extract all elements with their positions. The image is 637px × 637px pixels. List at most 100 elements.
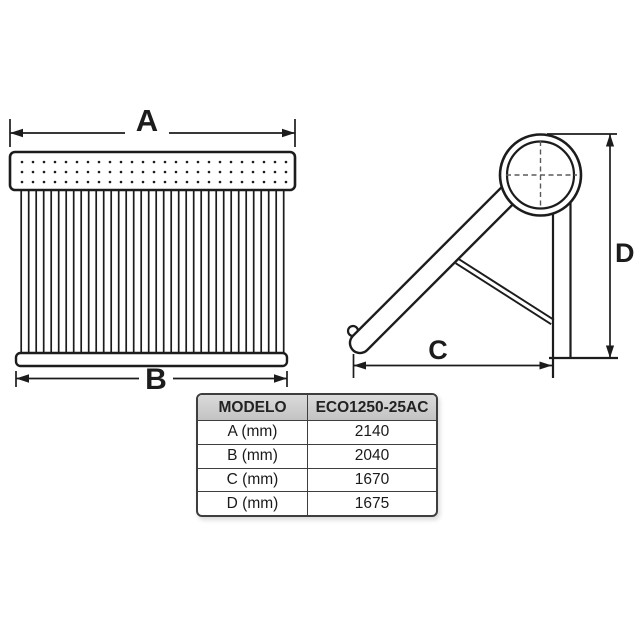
tank-side-view: C D — [346, 133, 635, 378]
manifold-dot — [141, 180, 145, 184]
manifold-dot — [119, 180, 123, 184]
table-value-b: 2040 — [307, 443, 436, 468]
manifold-dot — [31, 170, 35, 174]
manifold-dot — [163, 160, 167, 164]
manifold-dot — [229, 160, 233, 164]
manifold-dot — [163, 170, 167, 174]
manifold-dot — [53, 180, 57, 184]
manifold-dot — [31, 180, 35, 184]
manifold-dot — [273, 180, 277, 184]
manifold-dot — [20, 160, 24, 164]
manifold-dot — [86, 180, 90, 184]
manifold-dot — [185, 170, 189, 174]
manifold-dot — [196, 170, 200, 174]
manifold-dot — [64, 170, 68, 174]
manifold-dot — [141, 170, 145, 174]
dimension-c: C — [352, 335, 552, 378]
manifold-dot — [42, 170, 46, 174]
manifold-dot — [75, 180, 79, 184]
spec-table: MODELO ECO1250-25AC A (mm) 2140 B (mm) 2… — [196, 393, 438, 517]
manifold-dot — [97, 160, 101, 164]
manifold-dot — [262, 170, 266, 174]
collector-front-view: A B — [8, 103, 297, 396]
table-header-row: MODELO ECO1250-25AC — [198, 395, 436, 420]
manifold-dot — [20, 180, 24, 184]
manifold-dot — [31, 160, 35, 164]
manifold-dot — [273, 160, 277, 164]
dimension-label-a: A — [136, 103, 158, 138]
table-row-b: B (mm) 2040 — [198, 443, 436, 468]
dimension-label-b: B — [145, 363, 167, 392]
table-row-a: A (mm) 2140 — [198, 420, 436, 444]
manifold-dot — [108, 160, 112, 164]
manifold-dot — [130, 160, 134, 164]
manifold-dot — [196, 160, 200, 164]
manifold-dot — [174, 160, 178, 164]
collector-tubes — [20, 187, 285, 357]
manifold-dot — [75, 160, 79, 164]
support-brace — [455, 258, 555, 325]
manifold-dot — [174, 170, 178, 174]
manifold-dot — [273, 170, 277, 174]
manifold-dot — [284, 180, 288, 184]
manifold-dot — [75, 170, 79, 174]
manifold-dot — [42, 160, 46, 164]
table-label-a: A (mm) — [198, 420, 307, 444]
table-value-d: 1675 — [307, 491, 436, 515]
dimension-a: A — [9, 103, 296, 147]
technical-diagram: A B — [8, 103, 635, 396]
manifold-dot — [108, 170, 112, 174]
manifold-dot — [196, 180, 200, 184]
manifold-dot — [108, 180, 112, 184]
table-value-c: 1670 — [307, 467, 436, 492]
dimension-b: B — [15, 363, 288, 396]
manifold-dot — [42, 180, 46, 184]
manifold-dot — [207, 170, 211, 174]
dimension-label-c: C — [428, 335, 448, 365]
manifold-dots — [20, 160, 288, 184]
dimension-d: D — [547, 133, 635, 358]
manifold-dot — [240, 160, 244, 164]
dimension-label-d: D — [615, 238, 635, 268]
manifold-dot — [218, 180, 222, 184]
table-row-c: C (mm) 1670 — [198, 467, 436, 492]
manifold-dot — [64, 180, 68, 184]
manifold-dot — [119, 170, 123, 174]
manifold-dot — [251, 160, 255, 164]
manifold-dot — [174, 180, 178, 184]
table-label-c: C (mm) — [198, 467, 307, 492]
manifold-dot — [130, 170, 134, 174]
manifold-dot — [207, 180, 211, 184]
table-label-d: D (mm) — [198, 491, 307, 515]
manifold-dot — [262, 180, 266, 184]
manifold-dot — [119, 160, 123, 164]
manifold-dot — [130, 180, 134, 184]
manifold-dot — [64, 160, 68, 164]
manifold-dot — [152, 180, 156, 184]
table-header-model-code: ECO1250-25AC — [307, 395, 436, 420]
manifold-dot — [284, 170, 288, 174]
storage-tank — [498, 133, 583, 217]
bottom-rail — [14, 351, 289, 368]
manifold-dot — [163, 180, 167, 184]
manifold-dot — [262, 160, 266, 164]
table-header-modelo: MODELO — [218, 398, 287, 416]
manifold-dot — [229, 180, 233, 184]
manifold-dot — [218, 160, 222, 164]
manifold-dot — [86, 170, 90, 174]
manifold-dot — [185, 180, 189, 184]
manifold-dot — [240, 180, 244, 184]
table-label-b: B (mm) — [198, 443, 307, 468]
manifold-dot — [251, 170, 255, 174]
manifold-dot — [20, 170, 24, 174]
manifold-dot — [229, 170, 233, 174]
manifold-dot — [141, 160, 145, 164]
manifold-dot — [97, 180, 101, 184]
table-value-a: 2140 — [307, 420, 436, 444]
manifold-box — [8, 150, 297, 192]
manifold-dot — [152, 170, 156, 174]
manifold-dot — [185, 160, 189, 164]
manifold-dot — [53, 160, 57, 164]
table-row-d: D (mm) 1675 — [198, 491, 436, 515]
